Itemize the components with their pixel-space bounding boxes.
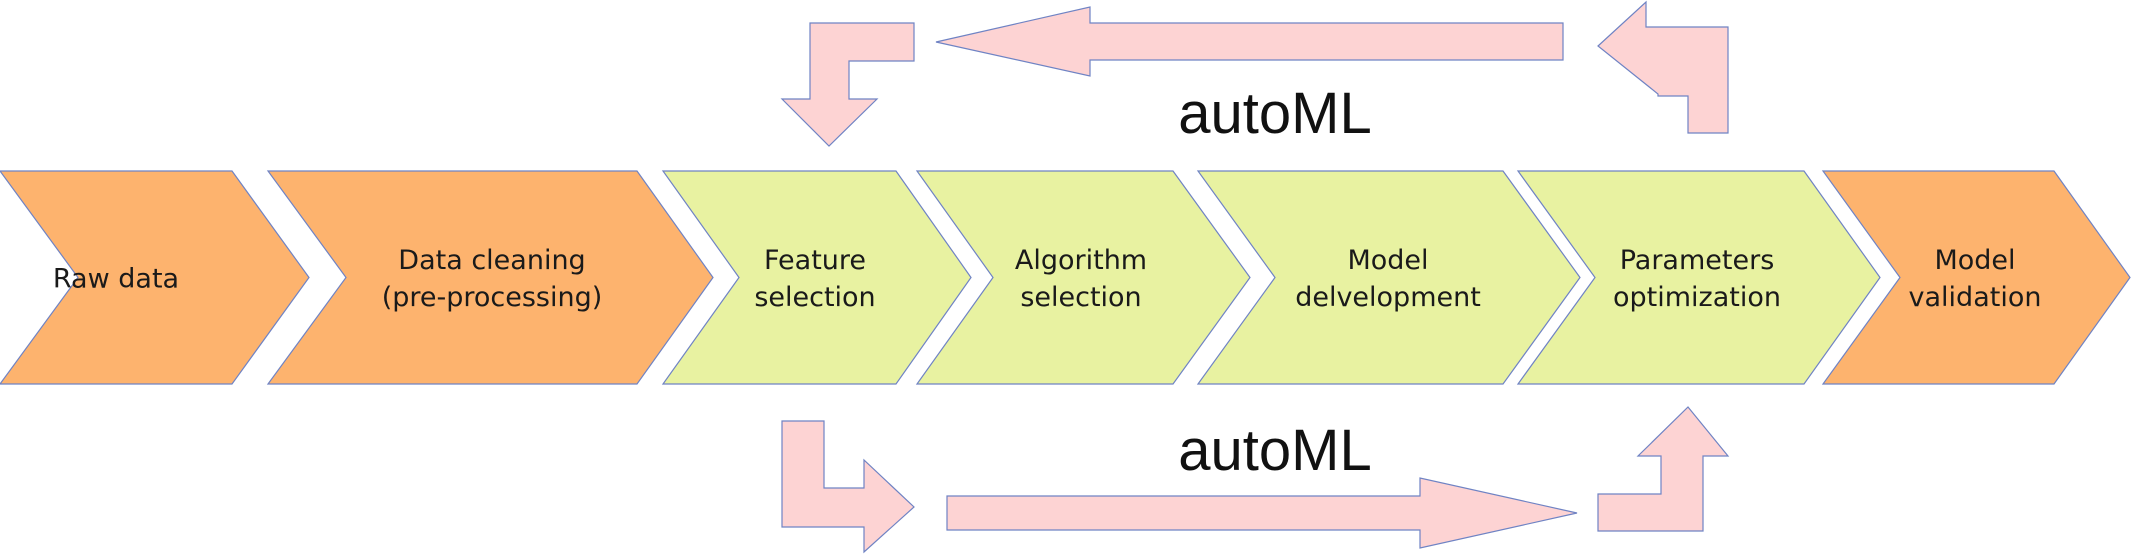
top-right-elbow-arrow	[1597, 0, 1729, 134]
step-label-line: Feature	[764, 245, 866, 276]
step-label-line: (pre-processing)	[382, 282, 603, 313]
top-long-left-arrow	[935, 6, 1564, 77]
step-chevron-shape	[1821, 170, 2131, 385]
step-chevron-shape	[1196, 170, 1581, 385]
bottom-left-elbow-arrow	[781, 420, 915, 554]
step-label-line: optimization	[1613, 282, 1781, 313]
step-chevron-shape	[661, 170, 972, 385]
step-label-line: Parameters	[1620, 245, 1775, 276]
step-model-delvelopment: Model delvelopment	[1196, 170, 1581, 385]
step-label-line: Model	[1347, 245, 1428, 276]
top-automl-label: autoML	[1178, 81, 1371, 146]
step-label-line: Raw data	[53, 264, 179, 295]
bottom-right-elbow-arrow	[1597, 406, 1730, 532]
step-feature-selection: Feature selection	[661, 170, 972, 385]
step-raw-data: Raw data	[0, 170, 310, 385]
bottom-loop-arrows	[781, 406, 1730, 554]
step-chevron-shape	[0, 170, 310, 385]
step-chevron-shape	[266, 170, 714, 385]
step-label-line: selection	[754, 282, 875, 313]
step-chevron-shape	[915, 170, 1251, 385]
step-chevron-shape	[1516, 170, 1881, 385]
step-model-validation: Model validation	[1821, 170, 2131, 385]
step-algorithm-selection: Algorithm selection	[915, 170, 1251, 385]
step-data-cleaning-pre-processing: Data cleaning (pre-processing)	[266, 170, 714, 385]
step-label-line: Model	[1934, 245, 2015, 276]
step-label-line: Algorithm	[1015, 245, 1147, 276]
bottom-long-right-arrow	[946, 477, 1578, 549]
step-label-line: selection	[1020, 282, 1141, 313]
step-parameters-optimization: Parameters optimization	[1516, 170, 1881, 385]
top-loop-arrows	[780, 0, 1729, 147]
step-label-line: delvelopment	[1295, 282, 1481, 313]
step-label-line: validation	[1909, 282, 2042, 313]
top-left-elbow-arrow	[780, 22, 915, 147]
step-label-line: Data cleaning	[398, 245, 585, 276]
bottom-automl-label: autoML	[1178, 418, 1371, 483]
process-steps: Raw data Data cleaning (pre-processing) Fea…	[0, 170, 2131, 385]
